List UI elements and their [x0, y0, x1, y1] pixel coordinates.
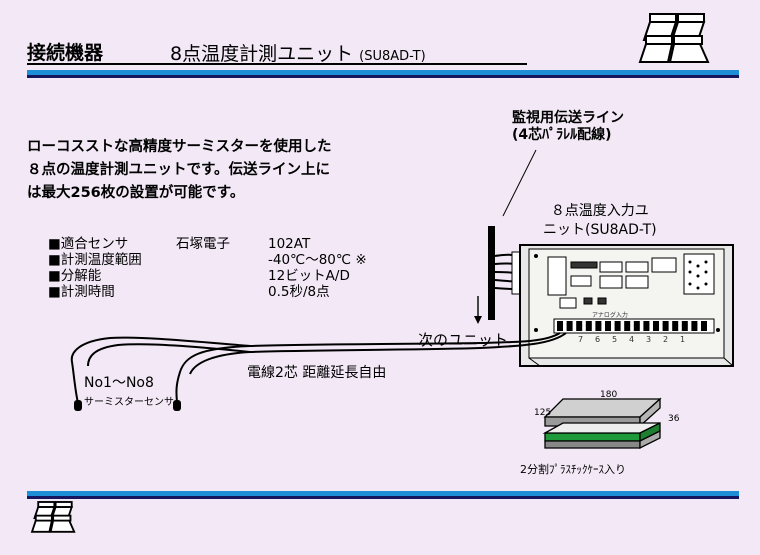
- terminal-screw: [557, 321, 563, 331]
- wire-label: 電線2芯 距離延長自由: [247, 365, 387, 381]
- description: ローコスストな高精度サーミスターを使用した ８点の温度計測ユニットです。伝送ライ…: [27, 136, 332, 205]
- case-dim-width: 180: [600, 390, 618, 400]
- unit-label-line: ８点温度入力ユ: [550, 203, 649, 219]
- terminal-screw: [643, 321, 650, 331]
- footer-rule-navy: [27, 496, 739, 499]
- plastic-case: [542, 397, 662, 450]
- spec-value-range: -40℃～80℃ ※: [268, 252, 367, 268]
- terminal-number: 1: [680, 335, 686, 344]
- header-category: 接続機器: [27, 42, 104, 64]
- board-dots: [534, 254, 720, 332]
- terminal-screw: [672, 321, 679, 331]
- unit-label: ８点温度入力ユ ニット(SU8AD-T): [543, 202, 657, 240]
- terminal-number: 2: [663, 335, 669, 344]
- sensor-sublabel: サーミスターセンサ: [84, 397, 174, 408]
- next-unit-label: 次のユニット: [418, 331, 509, 349]
- transmission-line-sub: (4芯ﾊﾟﾗﾚﾙ配線): [512, 127, 612, 143]
- terminal-number: 4: [629, 335, 635, 344]
- terminal-screw: [576, 321, 583, 331]
- description-line: ８点の温度計測ユニットです。伝送ライン上に: [27, 162, 331, 178]
- terminal-screw: [614, 321, 621, 331]
- transmission-line-title: 監視用伝送ライン: [512, 110, 624, 126]
- spec-maker: 石塚電子: [176, 236, 230, 252]
- header-model: (SU8AD-T): [359, 49, 426, 64]
- transmission-line-label: 監視用伝送ライン (4芯ﾊﾟﾗﾚﾙ配線): [512, 110, 624, 144]
- terminal-screw: [662, 321, 669, 331]
- terminal-screw: [585, 321, 592, 331]
- board-analog-label: アナログ入力: [592, 312, 628, 319]
- header-underline: [27, 63, 527, 65]
- transmission-bar: [488, 226, 495, 320]
- terminal-screws: [557, 321, 707, 331]
- description-line: ローコスストな高精度サーミスターを使用した: [27, 139, 332, 155]
- spec-label-time: ■計測時間: [48, 284, 115, 300]
- spec-label-sensor: ■適合センサ: [48, 236, 129, 252]
- sensor-wires: [70, 332, 567, 404]
- board-components: [547, 253, 715, 309]
- header-title: 8点温度計測ユニット (SU8AD-T): [170, 39, 426, 66]
- header-rule-blue: [27, 70, 739, 75]
- terminal-number: 5: [612, 335, 618, 344]
- case-dim-depth: 125: [534, 408, 552, 418]
- terminal-screw: [681, 321, 688, 331]
- terminal-number: 7: [578, 335, 584, 344]
- terminal-number: 6: [595, 335, 601, 344]
- terminal-screw: [701, 321, 707, 331]
- arrow-head-icon: [474, 316, 482, 324]
- spec-value-time: 0.5秒/8点: [268, 284, 330, 300]
- terminal-screw: [653, 321, 659, 331]
- spec-values: 102AT -40℃～80℃ ※ 12ビットA/D 0.5秒/8点: [268, 236, 367, 300]
- sensor-label: No1～No8: [84, 375, 154, 391]
- spec-label-resolution: ■分解能: [48, 268, 102, 284]
- header-rule-navy: [27, 75, 739, 78]
- description-line: は最大256枚の設置が可能です。: [27, 185, 245, 201]
- terminal-number: 3: [646, 335, 652, 344]
- terminal-screw: [595, 321, 602, 331]
- case-dim-height: 36: [668, 414, 680, 424]
- spec-labels: ■適合センサ ■計測温度範囲 ■分解能 ■計測時間: [48, 236, 142, 300]
- terminal-screw: [633, 321, 640, 331]
- terminal-screw: [624, 321, 631, 331]
- logo-bottom-icon: [30, 501, 76, 533]
- line-label-leader: [502, 149, 537, 217]
- terminal-screw: [691, 321, 698, 331]
- case-label: 2分割ﾌﾟﾗｽﾁｯｸｹｰｽ入り: [520, 463, 626, 476]
- terminal-screw: [605, 321, 611, 331]
- sensor-probe-2: [173, 400, 181, 411]
- spec-value-resolution: 12ビットA/D: [268, 268, 350, 284]
- sensor-probe-1: [74, 400, 82, 411]
- spec-value-sensor: 102AT: [268, 236, 311, 252]
- unit-label-line: ニット(SU8AD-T): [543, 222, 657, 238]
- terminal-screw: [566, 321, 573, 331]
- footer-rule-blue: [27, 491, 739, 496]
- spec-label-range: ■計測温度範囲: [48, 252, 142, 268]
- header-title-text: 8点温度計測ユニット: [170, 43, 354, 65]
- logo-top-icon: [638, 13, 710, 63]
